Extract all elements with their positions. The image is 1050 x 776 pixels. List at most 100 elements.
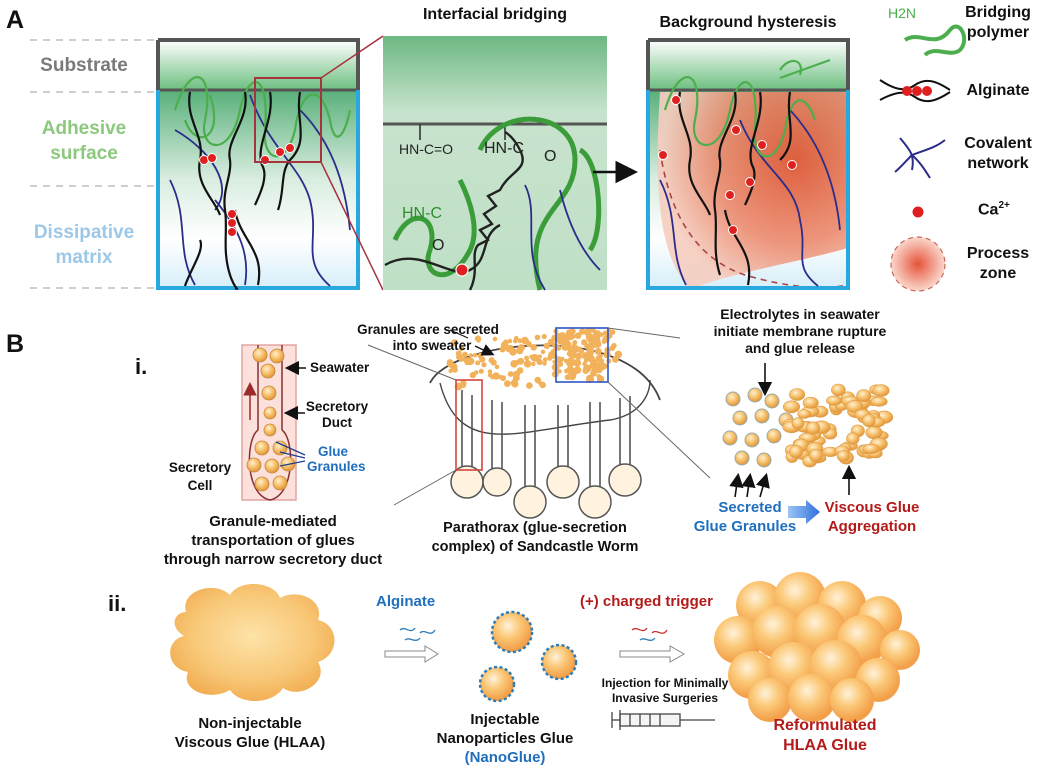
injectable-label-2: Nanoparticles Glue	[436, 730, 574, 747]
legend-calcium-symbol: Ca	[978, 201, 999, 219]
legend-bridging-polymer-2: polymer	[966, 24, 1030, 41]
aggregated-granule	[788, 445, 803, 459]
granule-dot	[460, 381, 466, 386]
legend-bridging-polymer-1: Bridging	[965, 4, 1031, 21]
granule-dot	[561, 336, 568, 343]
non-injectable-label-1: Non-injectable	[198, 715, 302, 732]
granule-dot	[451, 339, 459, 347]
secretory-duct-label-1: Secretory	[305, 399, 369, 414]
parathorax-caption-2: complex) of Sandcastle Worm	[431, 539, 639, 555]
granule-dot	[490, 374, 496, 380]
granule-dot	[499, 346, 506, 353]
granule-dot	[594, 347, 602, 355]
amide-label-b-oxygen: O	[544, 148, 557, 165]
granule-dot	[542, 357, 548, 362]
granule-dot	[596, 375, 605, 383]
granule-dot	[564, 374, 571, 381]
secreted-granules-label-2: Glue Granules	[693, 518, 797, 535]
aggregated-granule	[872, 384, 890, 397]
granule-dot	[591, 328, 596, 334]
granule-dot	[510, 379, 518, 387]
aggregated-granule	[862, 414, 876, 428]
adhesive-surface-label-1: Adhesive	[41, 118, 127, 139]
granule-dot	[504, 380, 511, 387]
interfacial-bridging-header: Interfacial bridging	[422, 6, 567, 23]
granule-dot	[582, 367, 589, 374]
granule-dot	[464, 358, 472, 366]
aggregated-granule	[805, 421, 821, 435]
granule-dot	[593, 335, 598, 341]
dissipative-matrix-label-1: Dissipative	[33, 222, 135, 243]
panel-a-zoom-panel	[383, 36, 607, 291]
panel-b-label: B	[6, 330, 25, 358]
adhesive-surface-label-2: surface	[50, 143, 118, 164]
hlaa-glue-particle	[830, 678, 874, 722]
parathorax-caption-1: Parathorax (glue-secretion	[443, 520, 627, 536]
granule-dot	[568, 335, 574, 341]
granule-dot	[557, 369, 562, 374]
panel-a-label: A	[6, 6, 25, 34]
viscous-aggregation-label-1: Viscous Glue	[824, 499, 920, 516]
granule-dot	[524, 355, 530, 361]
granule-dot	[472, 353, 478, 358]
granule-dot	[525, 340, 532, 347]
granule-dot	[478, 368, 484, 374]
granule-dot	[515, 359, 521, 365]
electrolytes-label-1: Electrolytes in seawater	[720, 306, 880, 322]
granule-dot	[563, 343, 570, 351]
granule-dot	[523, 360, 532, 368]
granule-dot	[458, 356, 464, 362]
aggregated-granule	[789, 388, 806, 401]
legend-h2n-label: H2N	[888, 5, 917, 21]
injection-label-1: Injection for Minimally	[601, 676, 729, 690]
granule-dot	[573, 359, 582, 367]
granule-dot	[459, 346, 465, 352]
granule-dot	[448, 368, 453, 374]
substrate-label: Substrate	[40, 55, 128, 76]
granule-dot	[567, 358, 575, 366]
aggregated-granule	[856, 389, 872, 403]
aggregated-granule	[831, 383, 846, 397]
granule-dot	[579, 328, 586, 335]
granule-dot	[570, 369, 577, 377]
granule-dot	[602, 330, 608, 336]
granule-dot	[534, 334, 541, 341]
granule-dot	[581, 339, 588, 346]
aggregated-granule	[845, 399, 864, 413]
granule-dot	[526, 382, 533, 389]
sub-panel-i-label: i.	[135, 354, 148, 379]
legend-process-zone-2: zone	[979, 265, 1017, 282]
legend-icons	[879, 24, 967, 292]
granule-dot	[513, 338, 518, 344]
glue-granules-label-2: Granules	[307, 459, 366, 474]
granule-dot	[494, 364, 500, 370]
secretory-duct-illustration	[241, 344, 306, 501]
granule-dot	[572, 342, 577, 347]
dissipative-matrix-label-2: matrix	[55, 247, 113, 268]
panel-a-dashed-guides	[30, 39, 155, 289]
aggregated-granule	[782, 400, 801, 414]
duct-caption-1: Granule-mediated	[209, 513, 337, 530]
sub-panel-ii-label: ii.	[108, 591, 127, 616]
granule-dot	[462, 351, 468, 358]
injection-label-2: Invasive Surgeries	[611, 691, 719, 705]
electrolytes-label-2: initiate membrane rupture	[713, 323, 887, 339]
granule-dot	[477, 352, 484, 359]
granule-dot	[591, 339, 600, 348]
hlaa-glue-particle	[788, 674, 836, 722]
reformulated-label-2: HLAA Glue	[783, 737, 867, 754]
granule-dot	[517, 338, 523, 344]
glue-granules-label-1: Glue	[318, 444, 349, 459]
granule-dot	[531, 361, 536, 367]
granule-dot	[509, 347, 517, 356]
granule-dot	[446, 359, 454, 366]
granule-dot	[487, 369, 493, 374]
legend-covalent-network-1: Covalent	[964, 135, 1032, 152]
granule-dot	[547, 338, 555, 346]
granule-dot	[536, 358, 543, 366]
granule-dot	[542, 361, 547, 366]
granule-dot	[452, 364, 458, 370]
aggregated-granule	[809, 448, 823, 463]
secretory-duct-label-2: Duct	[322, 415, 352, 430]
